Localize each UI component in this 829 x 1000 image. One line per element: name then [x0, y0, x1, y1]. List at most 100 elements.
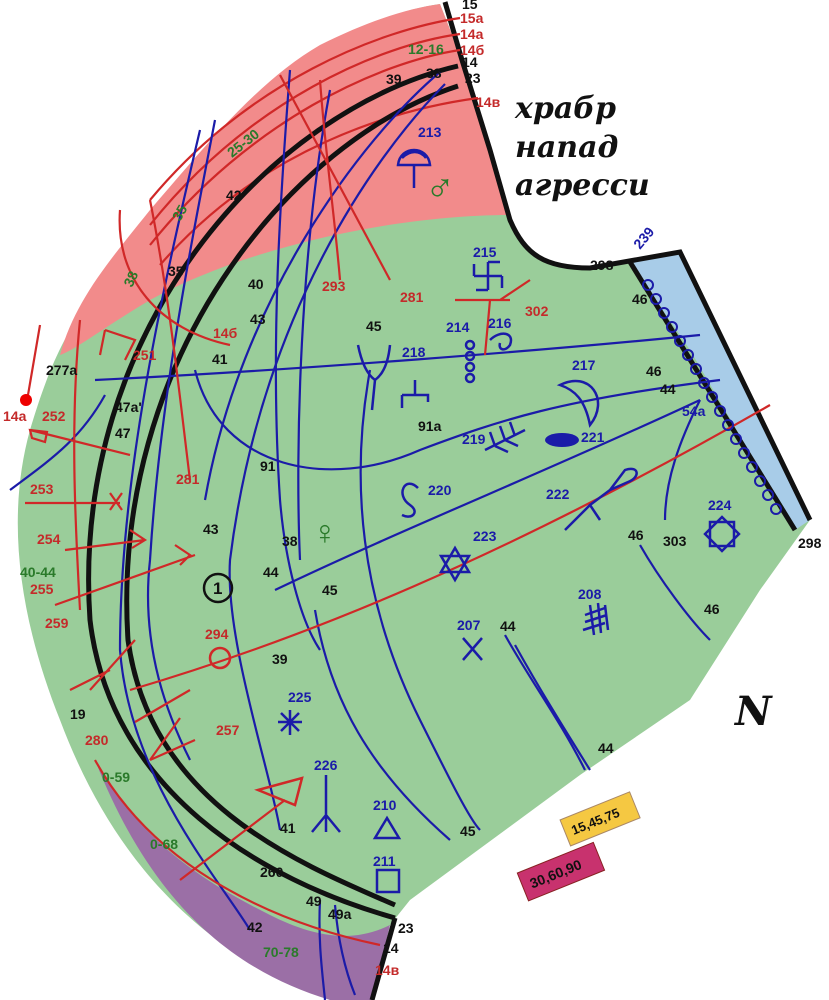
svg-text:14б: 14б	[460, 42, 485, 58]
svg-text:91a: 91a	[418, 418, 442, 434]
cross-icon	[462, 637, 483, 661]
svg-text:23: 23	[398, 920, 414, 936]
svg-text:44: 44	[263, 564, 279, 580]
svg-text:218: 218	[402, 344, 426, 360]
svg-text:45: 45	[322, 582, 338, 598]
bottom-boundary-line	[369, 917, 398, 1000]
svg-text:15: 15	[462, 0, 478, 12]
svg-text:293: 293	[322, 278, 346, 294]
trident-icon	[356, 344, 392, 411]
svg-text:40-44: 40-44	[20, 564, 56, 580]
life-line-outer	[86, 63, 459, 921]
svg-text:298: 298	[798, 535, 822, 551]
handwritten-line-2: напад	[515, 130, 618, 165]
svg-text:46: 46	[646, 363, 662, 379]
svg-text:221: 221	[581, 429, 605, 445]
svg-text:302: 302	[525, 303, 549, 319]
svg-text:35: 35	[168, 263, 184, 279]
mushroom-icon	[396, 148, 432, 188]
upper-mount-region	[60, 4, 510, 355]
svg-text:294: 294	[205, 626, 229, 642]
grid-icon	[582, 602, 610, 636]
svg-text:43: 43	[250, 311, 266, 327]
svg-text:14а: 14а	[460, 26, 484, 42]
svg-text:14а: 14а	[3, 408, 27, 424]
svg-text:23: 23	[465, 70, 481, 86]
svg-text:14: 14	[462, 54, 478, 70]
svg-text:41: 41	[280, 820, 296, 836]
svg-text:49a: 49a	[328, 906, 352, 922]
svg-text:43: 43	[203, 521, 219, 537]
red-labels: 15а 14а 14б 14в 293 281 302 14б 251 252 …	[3, 10, 549, 978]
circle-icon	[208, 646, 232, 670]
branch-icon	[400, 380, 430, 408]
svg-text:255: 255	[30, 581, 54, 597]
svg-text:38: 38	[426, 65, 442, 81]
magenta-box: 30,60,90	[516, 841, 606, 902]
needle-icon	[564, 467, 638, 531]
svg-text:216: 216	[488, 315, 512, 331]
star-of-david-icon	[438, 545, 472, 583]
svg-text:219: 219	[462, 431, 486, 447]
triangle-icon	[372, 815, 402, 840]
svg-text:91: 91	[260, 458, 276, 474]
svg-text:12-16: 12-16	[408, 41, 444, 57]
svg-text:211: 211	[373, 853, 396, 869]
svg-text:19: 19	[70, 706, 86, 722]
outer-boundary-line	[442, 1, 813, 522]
swastika-icon	[472, 260, 504, 292]
svg-text:225: 225	[288, 689, 312, 705]
handwritten-n: N	[733, 688, 773, 735]
svg-text:223: 223	[473, 528, 497, 544]
svg-text:239: 239	[630, 224, 657, 252]
heart-strip-line	[627, 260, 798, 532]
marker-dot	[20, 394, 32, 406]
svg-text:38: 38	[282, 533, 298, 549]
svg-text:303: 303	[663, 533, 687, 549]
svg-text:207: 207	[457, 617, 481, 633]
svg-text:42: 42	[226, 187, 242, 203]
svg-text:1: 1	[213, 579, 222, 598]
svg-text:44: 44	[500, 618, 516, 634]
black-labels: 15 14 23 39 38 42 35 40 43 41 45 91a 46 …	[46, 0, 822, 956]
fishbone-icon	[484, 421, 526, 454]
chain-icon	[642, 279, 782, 515]
green-labels: 12-16 25-30 35 38 40-44 0-59 0-68 70-78	[20, 41, 444, 960]
svg-text:254: 254	[37, 531, 61, 547]
mars-symbol-icon: ♂	[425, 165, 455, 209]
svg-text:15а: 15а	[460, 10, 484, 26]
hexagram-224-icon	[703, 515, 741, 553]
life-line-inner	[124, 83, 459, 908]
svg-text:252: 252	[42, 408, 66, 424]
svg-text:14в: 14в	[476, 94, 501, 110]
svg-text:208: 208	[578, 586, 602, 602]
yellow-box: 15,45,75	[559, 791, 641, 847]
svg-text:257: 257	[216, 722, 240, 738]
svg-text:213: 213	[418, 124, 442, 140]
venus-symbol-icon: ♀	[312, 514, 338, 552]
svg-text:54а: 54а	[682, 403, 706, 419]
svg-text:70-78: 70-78	[263, 944, 299, 960]
svg-text:49: 49	[306, 893, 322, 909]
pointer-line	[26, 324, 42, 396]
svg-text:35: 35	[169, 202, 191, 224]
svg-text:14в: 14в	[375, 962, 400, 978]
svg-text:46: 46	[632, 291, 648, 307]
svg-text:214: 214	[446, 319, 470, 335]
svg-text:40: 40	[248, 276, 264, 292]
svg-text:253: 253	[30, 481, 54, 497]
svg-text:251: 251	[133, 347, 157, 363]
handwritten-line-3: агресси	[515, 168, 650, 203]
svg-text:298: 298	[590, 257, 614, 273]
beads-icon	[464, 339, 476, 384]
svg-text:281: 281	[400, 289, 424, 305]
svg-text:47: 47	[115, 425, 131, 441]
svg-text:44: 44	[660, 381, 676, 397]
svg-text:226: 226	[314, 757, 338, 773]
svg-text:224: 224	[708, 497, 732, 513]
svg-text:39: 39	[386, 71, 402, 87]
svg-text:44: 44	[598, 740, 614, 756]
svg-text:47a': 47a'	[115, 399, 142, 415]
svg-text:217: 217	[572, 357, 596, 373]
